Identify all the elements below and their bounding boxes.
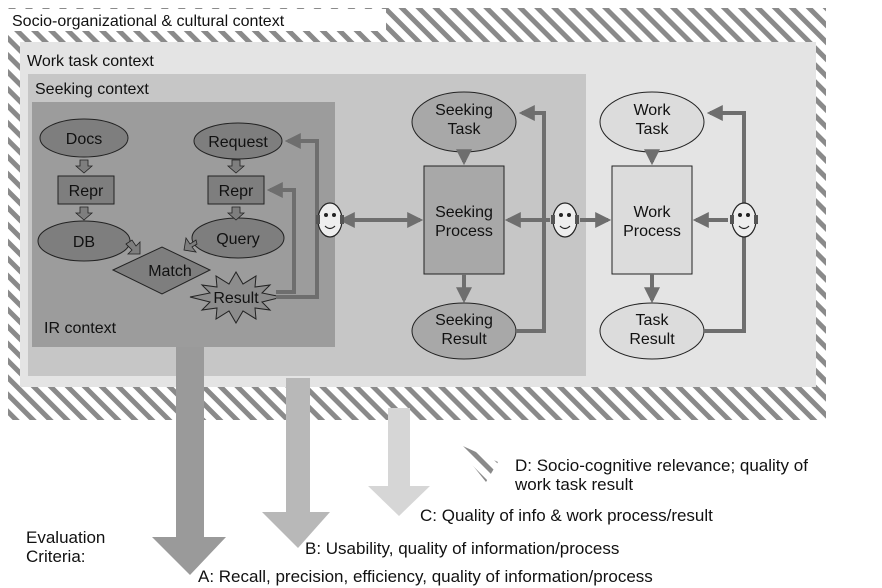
svg-text:Result: Result xyxy=(629,331,675,348)
node-work-process: Work Process xyxy=(611,165,693,275)
svg-text:Process: Process xyxy=(435,223,493,240)
face-icon xyxy=(730,202,758,238)
criterion-a-label: A: Recall, precision, efficiency, qualit… xyxy=(198,567,653,586)
svg-text:Task: Task xyxy=(448,121,482,138)
svg-text:Seeking: Seeking xyxy=(435,102,493,119)
svg-text:Repr: Repr xyxy=(69,183,104,200)
svg-text:Docs: Docs xyxy=(66,131,102,148)
criterion-c-arrow xyxy=(368,408,430,516)
svg-text:Query: Query xyxy=(216,231,260,248)
svg-text:Work: Work xyxy=(633,204,671,221)
criteria-heading: Evaluation xyxy=(26,528,105,547)
criteria-heading-line2: Criteria: xyxy=(26,547,86,566)
svg-text:Work: Work xyxy=(633,102,671,119)
node-seeking-task: Seeking Task xyxy=(411,91,517,153)
svg-text:Repr: Repr xyxy=(219,183,254,200)
node-work-result: Task Result xyxy=(599,302,705,360)
face-icon xyxy=(551,202,579,238)
criterion-a-arrow xyxy=(152,347,226,575)
work-task-context-label: Work task context xyxy=(27,53,154,70)
node-db: DB xyxy=(37,220,131,262)
criterion-c-label: C: Quality of info & work process/result xyxy=(420,506,713,525)
svg-text:Result: Result xyxy=(213,290,259,307)
node-request: Request xyxy=(193,122,283,160)
socio-context-label: Socio-organizational & cultural context xyxy=(12,13,285,30)
seeking-context-label: Seeking context xyxy=(35,81,149,98)
face-icon xyxy=(316,202,344,238)
svg-text:DB: DB xyxy=(73,234,95,251)
node-match: Match xyxy=(111,246,212,295)
node-seeking-result: Seeking Result xyxy=(411,302,517,360)
node-repr-right: Repr xyxy=(207,175,265,205)
node-query: Query xyxy=(191,217,285,259)
criterion-b-arrow xyxy=(262,378,330,548)
node-work-task: Work Task xyxy=(599,91,705,153)
node-result: Result xyxy=(189,271,283,324)
criterion-d-label: D: Socio-cognitive relevance; quality of xyxy=(515,456,808,475)
svg-text:Task: Task xyxy=(636,121,670,138)
criterion-b-label: B: Usability, quality of information/pro… xyxy=(305,539,619,558)
svg-text:Process: Process xyxy=(623,223,681,240)
node-repr-left: Repr xyxy=(57,175,115,205)
node-seeking-process: Seeking Process xyxy=(423,165,505,275)
svg-text:Task: Task xyxy=(636,312,670,329)
criterion-d-arrow xyxy=(454,442,498,482)
svg-text:Match: Match xyxy=(148,263,192,280)
node-docs: Docs xyxy=(39,118,129,158)
svg-text:Result: Result xyxy=(441,331,487,348)
svg-text:Seeking: Seeking xyxy=(435,204,493,221)
criterion-d-label-line2: work task result xyxy=(514,475,633,494)
svg-text:Request: Request xyxy=(208,134,268,151)
socio-context-label-bg xyxy=(8,9,386,31)
ir-small-arrows xyxy=(74,159,246,255)
svg-text:Seeking: Seeking xyxy=(435,312,493,329)
ir-context-label: IR context xyxy=(44,320,117,337)
